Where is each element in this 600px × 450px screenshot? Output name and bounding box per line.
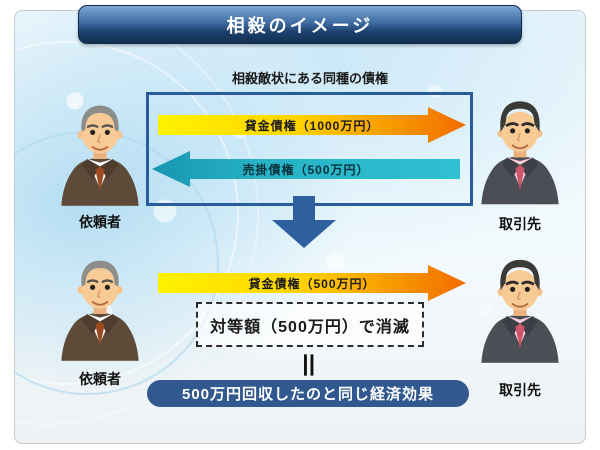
loan-receivable-arrow-top: 貸金債権（1000万円） [158,107,466,143]
loan-receivable-arrow-bottom-label: 貸金債権（500万円） [248,276,376,291]
left-arrow-shape [152,151,460,187]
sales-receivable-arrow-label: 売掛債権（500万円） [242,162,370,177]
loan-receivable-arrow-top-label: 貸金債権（1000万円） [244,118,380,133]
partner-illustration-top [474,94,566,209]
sales-receivable-arrow: 売掛債権（500万円） [152,151,460,187]
page-title: 相殺のイメージ [78,5,522,44]
offset-note: 対等額（500万円）で消滅 [196,302,424,347]
down-arrow-icon [272,196,336,248]
page-title-text: 相殺のイメージ [226,15,374,36]
relation-label: 相殺敵状にある同種の債権 [231,71,388,86]
loan-receivable-arrow-bottom: 貸金債権（500万円） [158,265,466,301]
client-label-top: 依頼者 [79,214,121,230]
result-banner: 500万円回収したのと同じ経済効果 [147,380,469,407]
equals-sign: ＝ [291,350,323,380]
partner-label-top: 取引先 [499,216,541,232]
client-label-bottom: 依頼者 [79,371,121,387]
right-arrow-shape [158,107,466,143]
client-illustration-bottom [54,251,146,365]
partner-illustration-bottom [474,251,566,369]
right-arrow-shape [158,265,466,301]
client-illustration-top [54,97,146,209]
partner-label-bottom: 取引先 [499,382,541,398]
